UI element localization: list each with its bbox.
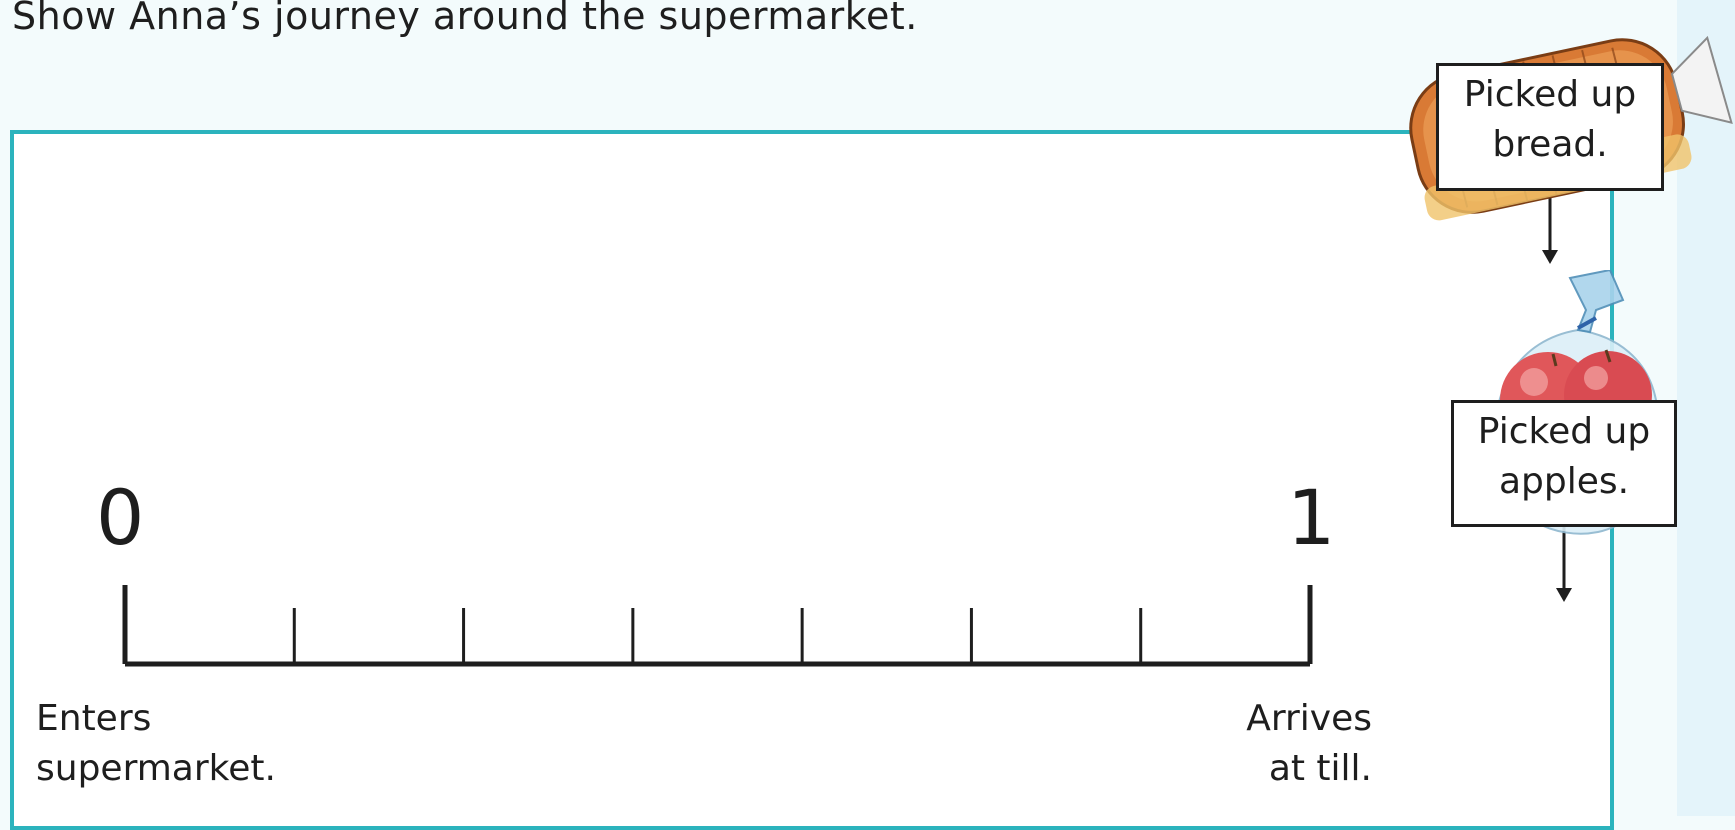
apples-callout: Picked up apples. — [1451, 400, 1677, 527]
start-caption-line1: Enters — [36, 698, 152, 739]
number-line-board — [10, 130, 1614, 830]
start-value-label: 0 — [96, 473, 145, 562]
bread-arrow — [1542, 190, 1558, 264]
apples-callout-line1: Picked up — [1477, 411, 1651, 452]
number-line-ticks — [122, 585, 1313, 664]
bread-callout: Picked up bread. — [1436, 63, 1664, 191]
end-caption-line1: Arrives — [1246, 698, 1372, 739]
start-caption-line2: supermarket. — [36, 748, 276, 789]
end-value-label: 1 — [1287, 473, 1336, 562]
bread-callout-line1: Picked up — [1463, 74, 1637, 115]
start-caption: Enters supermarket. — [36, 694, 276, 794]
end-caption: Arrives at till. — [1226, 694, 1372, 794]
apples-arrow — [1556, 526, 1572, 602]
instruction-text: Show Anna’s journey around the supermark… — [12, 0, 918, 38]
bread-callout-line2: bread. — [1492, 124, 1608, 165]
apples-callout-line2: apples. — [1498, 461, 1630, 502]
end-caption-line2: at till. — [1268, 748, 1372, 789]
side-panel — [1677, 0, 1735, 816]
